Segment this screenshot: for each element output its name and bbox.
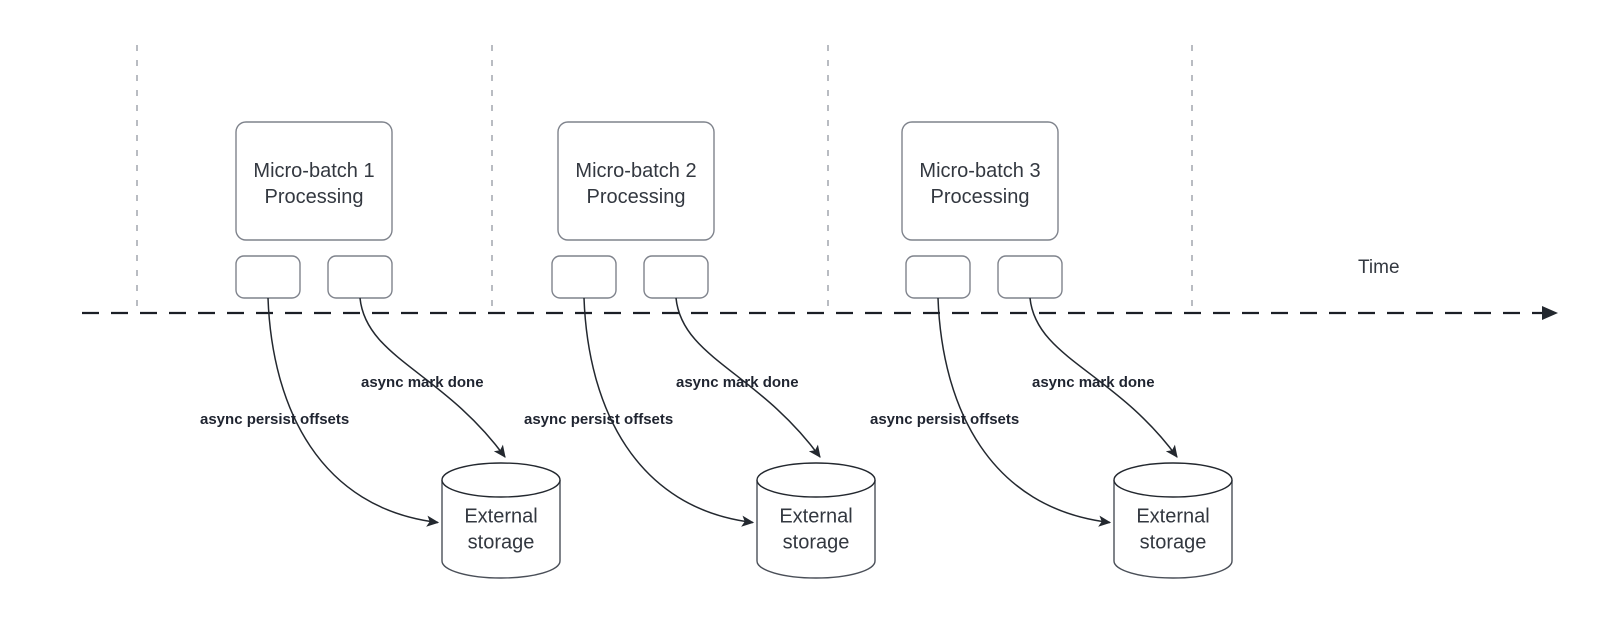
processing-box-label-line2-1: Processing xyxy=(265,186,364,208)
storage-label-line1-1: External xyxy=(464,506,537,528)
task-box-3-2[interactable] xyxy=(997,255,1063,299)
storage-label-line2-3: storage xyxy=(1140,532,1207,554)
storage-cylinder-top-1[interactable] xyxy=(441,462,561,498)
storage-cylinder-body-2 xyxy=(756,480,876,579)
processing-box-label-line1-1: Micro-batch 1 xyxy=(253,160,374,182)
edge-async-persist-offsets-3 xyxy=(937,297,1112,527)
edge-async-persist-offsets-2 xyxy=(583,297,755,527)
edge-async-mark-done-1 xyxy=(359,297,506,458)
edge-async-persist-offsets-1 xyxy=(267,297,440,527)
edge-label-async-mark-done-2: async mark done xyxy=(676,374,799,391)
edge-label-async-persist-offsets-1: async persist offsets xyxy=(200,411,349,428)
storage-label-line2-1: storage xyxy=(468,532,535,554)
time-axis-label: Time xyxy=(1358,257,1400,278)
task-box-2-1[interactable] xyxy=(551,255,617,299)
edge-label-async-persist-offsets-2: async persist offsets xyxy=(524,411,673,428)
storage-cylinder-top-3[interactable] xyxy=(1113,462,1233,498)
edge-label-async-mark-done-1: async mark done xyxy=(361,374,484,391)
processing-box-2[interactable] xyxy=(557,121,715,241)
storage-label-line1-3: External xyxy=(1136,506,1209,528)
processing-box-label-line1-2: Micro-batch 2 xyxy=(575,160,696,182)
task-box-3-1[interactable] xyxy=(905,255,971,299)
processing-box-label-line2-3: Processing xyxy=(931,186,1030,208)
processing-box-3[interactable] xyxy=(901,121,1059,241)
processing-box-1[interactable] xyxy=(235,121,393,241)
edge-async-mark-done-3 xyxy=(1029,297,1178,458)
storage-cylinder-body-3 xyxy=(1113,480,1233,579)
edge-label-async-mark-done-3: async mark done xyxy=(1032,374,1155,391)
task-box-2-2[interactable] xyxy=(643,255,709,299)
storage-label-line2-2: storage xyxy=(783,532,850,554)
edge-label-async-persist-offsets-3: async persist offsets xyxy=(870,411,1019,428)
storage-cylinder-body-1 xyxy=(441,480,561,579)
processing-box-label-line2-2: Processing xyxy=(587,186,686,208)
processing-box-label-line1-3: Micro-batch 3 xyxy=(919,160,1040,182)
task-box-1-2[interactable] xyxy=(327,255,393,299)
time-axis xyxy=(82,306,1558,320)
task-box-1-1[interactable] xyxy=(235,255,301,299)
storage-cylinder-top-2[interactable] xyxy=(756,462,876,498)
edge-async-mark-done-2 xyxy=(675,297,821,458)
time-axis-arrowhead xyxy=(1542,306,1558,320)
storage-label-line1-2: External xyxy=(779,506,852,528)
